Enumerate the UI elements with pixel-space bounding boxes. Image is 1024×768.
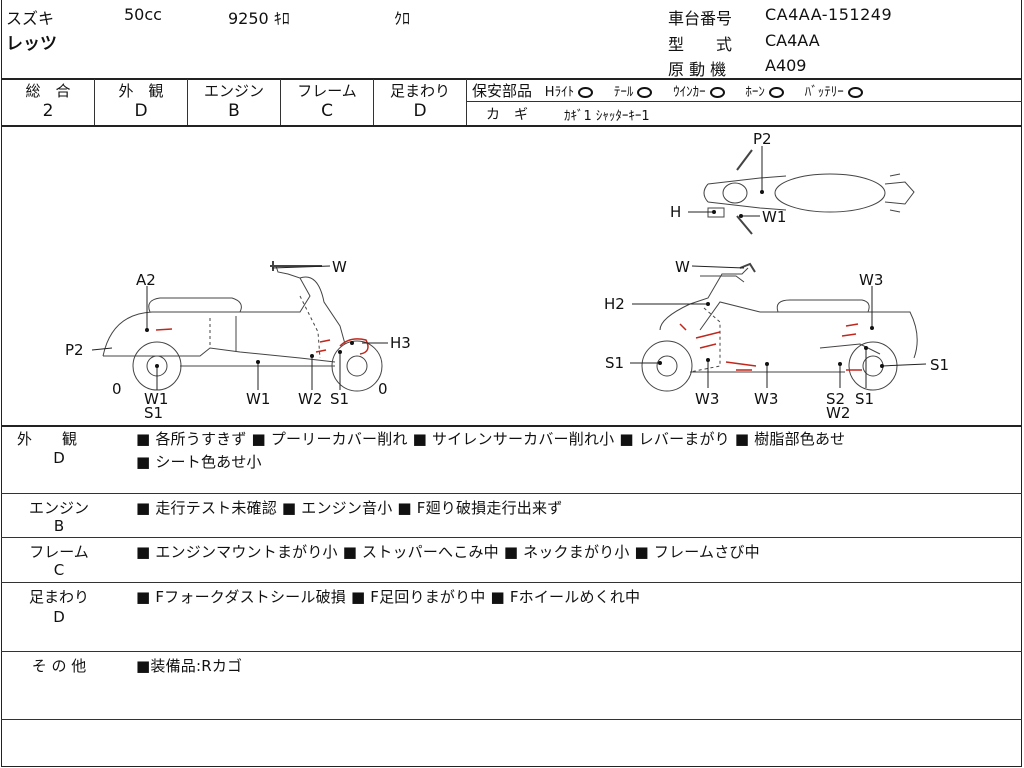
grid-line	[466, 101, 1022, 102]
safety-item-horn: ﾎｰﾝ	[745, 85, 784, 100]
label-w1-top: W1	[762, 208, 786, 226]
section-exterior-line-2: ■ シート色あせ小	[136, 453, 262, 471]
label-p2: P2	[65, 341, 84, 359]
safety-row: 保安部品 Hﾗｲﾄ ﾃｰﾙ ｳｲﾝｶｰ ﾎｰﾝ ﾊﾞｯﾃﾘｰ	[472, 80, 863, 101]
chassis-label: 車台番号	[668, 9, 733, 28]
label-p2-top: P2	[753, 130, 772, 148]
section-engine-line-1: ■ 走行テスト未確認 ■ エンジン音小 ■ F廻り破損走行出来ず	[136, 499, 563, 517]
label-w: W	[332, 258, 347, 276]
exterior-label: 外 観	[118, 82, 164, 100]
label-s2: S2	[826, 390, 845, 408]
label-h3: H3	[390, 334, 411, 352]
suspension-grade-label: 足まわり	[389, 82, 450, 100]
section-frame-label: フレーム	[29, 543, 89, 561]
label-s1-left: S1	[605, 354, 624, 372]
section-other-line-1: ■装備品:Rカゴ	[136, 657, 243, 675]
section-divider	[1, 719, 1022, 720]
keys-label: カ ギ	[486, 107, 528, 123]
engine-grade-label: エンジン	[203, 82, 264, 100]
engine-grade-value: B	[228, 101, 240, 121]
safety-item-battery: ﾊﾞｯﾃﾘｰ	[805, 85, 863, 100]
section-suspension-line-1: ■ Fフォークダストシール破損 ■ F足回りまがり中 ■ Fホイールめくれ中	[136, 588, 641, 606]
damage-diagram: A2 P2 W H3 0 0 W1 S1 W1 W2 S1 W W3 H2 S1…	[65, 130, 949, 422]
safety-item-winker: ｳｲﾝｶｰ	[673, 85, 725, 100]
label-w3-b: W3	[754, 390, 778, 408]
grade-row-divider	[1, 125, 1022, 127]
chassis-value: CA4AA-151249	[765, 5, 893, 24]
displacement: 50cc	[124, 5, 162, 24]
leader-lines	[91, 146, 927, 390]
point-markers	[145, 190, 884, 368]
header-divider	[1, 78, 1022, 80]
label-zero-right: 0	[378, 380, 388, 398]
label-a2: A2	[136, 271, 156, 289]
label-s1-under: S1	[144, 404, 163, 422]
ok-mark-icon	[847, 87, 863, 98]
label-w-right: W	[675, 258, 690, 276]
ok-mark-icon	[768, 87, 784, 98]
ok-mark-icon	[637, 87, 653, 98]
section-divider	[1, 582, 1022, 583]
label-s1-right: S1	[930, 356, 949, 374]
safety-label: 保安部品	[472, 82, 533, 100]
engine-value: A409	[765, 56, 807, 75]
engine-label: 原 動 機	[668, 60, 727, 79]
label-h-top: H	[670, 203, 681, 221]
section-divider	[1, 493, 1022, 494]
scooter-left-view	[102, 261, 383, 392]
overall-value: 2	[42, 101, 54, 121]
section-other-label: そ の 他	[31, 657, 87, 675]
grid-line	[94, 79, 95, 126]
label-zero-left: 0	[112, 380, 122, 398]
section-suspension-grade: D	[53, 608, 65, 626]
label-s1-b: S1	[855, 390, 874, 408]
label-h2: H2	[604, 295, 625, 313]
grid-line	[466, 79, 467, 126]
section-divider	[1, 651, 1022, 652]
damage-marks	[155, 323, 862, 371]
section-frame-grade: C	[53, 561, 65, 579]
label-w1-mid: W1	[246, 390, 270, 408]
type-value: CA4AA	[765, 31, 820, 50]
section-frame-line-1: ■ エンジンマウントまがり小 ■ ストッパーへこみ中 ■ ネックまがり小 ■ フ…	[136, 543, 760, 561]
suspension-grade-value: D	[413, 101, 427, 121]
section-engine-grade: B	[53, 517, 65, 535]
label-w3-top: W3	[859, 271, 883, 289]
section-exterior-grade: D	[53, 449, 65, 467]
frame-grade-label: フレーム	[297, 82, 357, 100]
grid-line	[187, 79, 188, 126]
section-engine-label: エンジン	[28, 499, 89, 517]
label-w2: W2	[298, 390, 322, 408]
label-w3-a: W3	[695, 390, 719, 408]
label-s1: S1	[330, 390, 349, 408]
section-exterior-line-1: ■ 各所うすきず ■ プーリーカバー削れ ■ サイレンサーカバー削れ小 ■ レバ…	[136, 430, 846, 448]
section-divider	[1, 537, 1022, 538]
mileage: 9250 ｷﾛ	[228, 9, 290, 28]
ok-mark-icon	[578, 87, 594, 98]
exterior-value: D	[134, 101, 148, 121]
ok-mark-icon	[709, 87, 725, 98]
safety-item-tail: ﾃｰﾙ	[614, 85, 653, 100]
scooter-top-view	[703, 149, 915, 235]
color: ｸﾛ	[394, 9, 411, 28]
section-exterior-label: 外 観	[16, 430, 77, 448]
maker: スズキ	[6, 9, 55, 28]
grid-line	[280, 79, 281, 126]
overall-label: 総 合	[25, 82, 71, 100]
diagram-divider	[1, 425, 1022, 427]
keys-value: ｶｷﾞ1 ｼｬｯﾀｰｷｰ1	[564, 109, 650, 124]
label-w1: W1	[144, 390, 168, 408]
safety-item-headlight: Hﾗｲﾄ	[545, 85, 594, 100]
type-label: 型 式	[668, 35, 733, 54]
grid-line	[373, 79, 374, 126]
frame-grade-value: C	[321, 101, 333, 121]
label-w2-right: W2	[826, 404, 850, 422]
model-name: レッツ	[6, 34, 57, 54]
section-suspension-label: 足まわり	[28, 588, 89, 606]
